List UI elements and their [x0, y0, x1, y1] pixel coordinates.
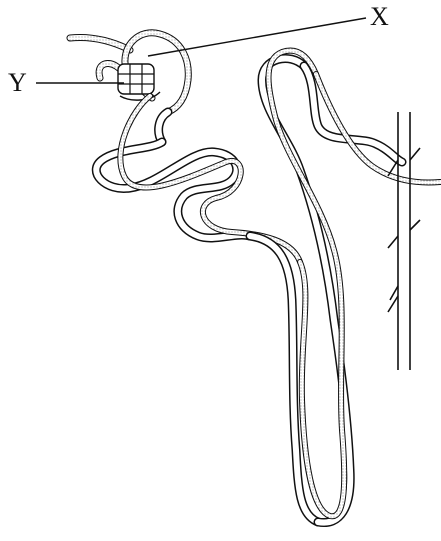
glomerulus [118, 64, 160, 100]
venule [316, 74, 440, 182]
label-x: X [370, 4, 389, 30]
afferent-arteriole [70, 38, 130, 51]
label-x-pointer [148, 18, 366, 56]
label-y: Y [8, 70, 27, 96]
capsule-neck [159, 112, 168, 142]
